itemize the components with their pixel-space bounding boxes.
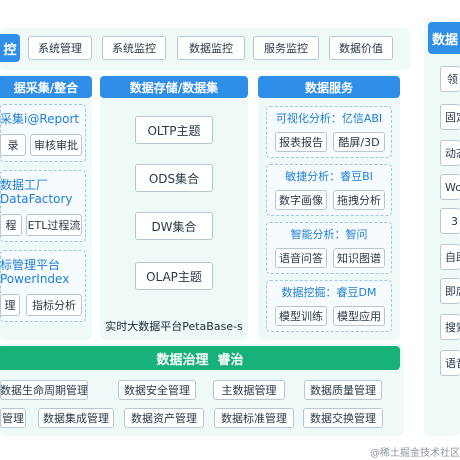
top-item-system-management: 系统管理: [28, 36, 92, 60]
gov-item-security: 数据安全管理: [118, 380, 196, 400]
collect-chip-index-analysis: 指标分析: [26, 294, 82, 316]
storage-item-dw: DW集合: [135, 212, 213, 240]
right-item-5: 3: [440, 208, 460, 234]
storage-item-olap: OLAP主题: [135, 262, 213, 290]
gov-item-standard: 数据标准管理: [214, 408, 294, 428]
collect-chip-etl: ETL过程流: [26, 214, 82, 236]
service-group-bi-title: 敏捷分析：睿豆BI: [285, 170, 373, 183]
service-chip-knowledge-graph: 知识图谱: [333, 248, 385, 268]
gov-item-asset: 数据资产管理: [124, 408, 204, 428]
collect-chip-entry: 录: [0, 134, 26, 156]
service-chip-voice-qa: 语音问答: [275, 248, 327, 268]
service-chip-screen3d: 酷屏/3D: [333, 132, 385, 152]
right-item-1: 领: [440, 66, 460, 92]
top-item-data-value: 数据价值: [329, 36, 393, 60]
right-item-7: 即席: [440, 278, 460, 304]
right-item-6: 自助: [440, 244, 460, 270]
right-item-9: 语音: [440, 350, 460, 376]
gov-item-quality: 数据质量管理: [304, 380, 382, 400]
top-item-data-monitor: 数据监控: [177, 36, 245, 60]
service-chip-portrait: 数字画像: [275, 190, 327, 210]
right-item-4: Wo: [440, 174, 460, 200]
service-chip-reports: 报表报告: [275, 132, 327, 152]
storage-panel: [100, 74, 248, 340]
service-group-dm-title: 数据挖掘：睿豆DM: [281, 286, 377, 299]
service-group-abi-title: 可视化分析：亿信ABI: [275, 112, 383, 125]
collect-group-datafactory-title2: DataFactory: [0, 192, 73, 206]
service-group-zhiwen-title: 智能分析：智问: [290, 228, 368, 241]
collect-group-powerindex-title1: 标管理平台: [0, 258, 61, 272]
gov-item-lifecycle: 数据生命周期管理: [0, 380, 88, 400]
service-chip-dragdrop: 拖拽分析: [333, 190, 385, 210]
storage-header: 数据存储/数据集: [100, 76, 248, 98]
right-item-3: 动态: [440, 140, 460, 166]
right-item-8: 搜索: [440, 314, 460, 340]
collect-group-report-title: 采集i@Report: [0, 112, 80, 126]
gov-item-manage: 管理: [0, 408, 26, 428]
top-row-head: 控: [0, 34, 20, 62]
governance-header: 数据治理 睿治: [0, 346, 400, 370]
collect-header: 据采集/整合: [0, 76, 92, 98]
service-chip-model-training: 模型训练: [275, 306, 327, 326]
collect-group-datafactory-title1: 数据工厂: [0, 178, 49, 192]
gov-item-integration: 数据集成管理: [38, 408, 114, 428]
gov-item-master-data: 主数据管理: [213, 380, 285, 400]
right-item-2: 固定: [440, 104, 460, 130]
service-header: 数据服务: [258, 76, 400, 98]
top-item-system-monitor: 系统监控: [102, 36, 166, 60]
collect-chip-manage: 理: [0, 294, 20, 316]
collect-chip-process: 程: [0, 214, 22, 236]
top-item-service-monitor: 服务监控: [253, 36, 319, 60]
collect-chip-review: 审核审批: [30, 134, 82, 156]
watermark: @稀土掘金技术社区: [370, 448, 460, 459]
gov-item-exchange: 数据交换管理: [303, 408, 383, 428]
storage-footer: 实时大数据平台PetaBase-s: [105, 320, 243, 333]
right-panel-header: 数据: [428, 22, 460, 54]
service-chip-model-apply: 模型应用: [333, 306, 385, 326]
storage-item-ods: ODS集合: [135, 164, 213, 192]
collect-group-powerindex-title2: PowerIndex: [0, 272, 70, 286]
storage-item-oltp: OLTP主题: [135, 116, 213, 144]
